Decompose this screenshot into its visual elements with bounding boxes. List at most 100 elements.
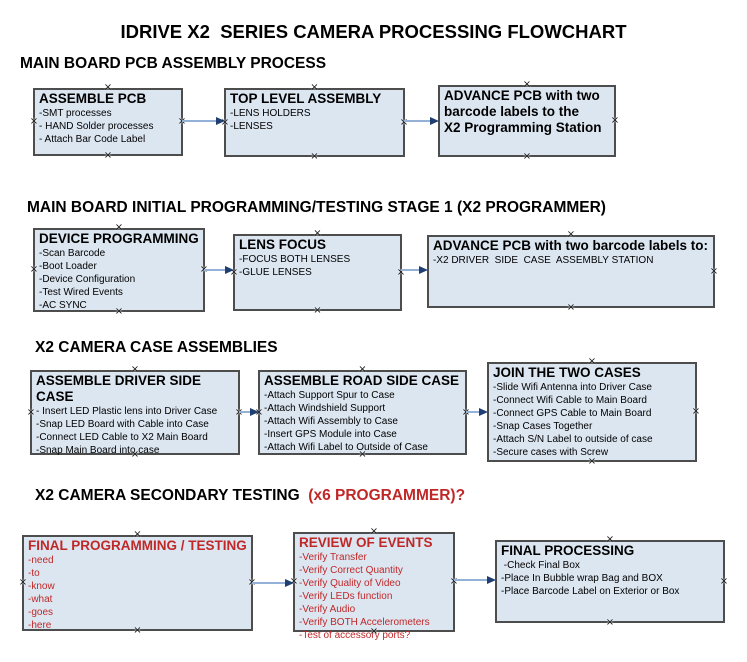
box-item: -LENSES <box>230 121 273 132</box>
box-item: -Place Barcode Label on Exterior or Box <box>501 586 680 597</box>
box-item: -Verify Correct Quantity <box>299 565 403 576</box>
connection-handle-icon: × <box>114 306 124 317</box>
section-heading-case-assemblies: X2 CAMERA CASE ASSEMBLIES <box>35 339 278 356</box>
flow-box-assemble-road-side-case: × × × × ASSEMBLE ROAD SIDE CASE -Attach … <box>255 365 470 460</box>
box-title: DEVICE PROGRAMMING <box>39 231 199 246</box>
connection-handle-icon: × <box>313 228 322 239</box>
connection-handle-icon: × <box>177 117 187 127</box>
connection-handle-icon: × <box>587 356 597 367</box>
box-item: -Verify Transfer <box>299 552 367 563</box>
connection-handle-icon: × <box>566 302 576 313</box>
connection-handle-icon: × <box>133 529 142 540</box>
connection-handle-icon: × <box>605 534 615 545</box>
box-title: ADVANCE PCB with two barcode labels to t… <box>444 88 602 135</box>
connection-handle-icon: × <box>18 577 28 588</box>
box-item: -Connect GPS Cable to Main Board <box>493 408 652 419</box>
flow-box-device-programming: × × × × DEVICE PROGRAMMING -Scan Barcode… <box>30 223 208 317</box>
box-item: -Verify Audio <box>299 604 356 615</box>
connection-handle-icon: × <box>247 578 257 588</box>
box-item: -FOCUS BOTH LENSES <box>239 254 351 265</box>
connection-handle-icon: × <box>691 406 701 417</box>
connection-handle-icon: × <box>310 151 319 162</box>
box-item: - Insert LED Plastic lens into Driver Ca… <box>36 406 218 417</box>
box-item: -need <box>28 555 54 566</box>
box-item: -Snap LED Board with Cable into Case <box>36 419 209 430</box>
page-title: IDRIVE X2 SERIES CAMERA PROCESSING FLOWC… <box>120 21 627 42</box>
connection-handle-icon: × <box>103 150 113 161</box>
box-item: -goes <box>28 607 54 618</box>
connection-handle-icon: × <box>29 264 39 275</box>
connection-handle-icon: × <box>522 151 532 162</box>
connection-handle-icon: × <box>566 229 576 240</box>
connection-handle-icon: × <box>522 79 532 90</box>
connector-arrow <box>466 408 488 417</box>
section-heading-pcb-assembly: MAIN BOARD PCB ASSEMBLY PROCESS <box>20 55 327 72</box>
box-item: -Connect LED Cable to X2 Main Board <box>36 432 208 443</box>
section-heading-black-part: X2 CAMERA SECONDARY TESTING <box>35 487 304 504</box>
box-title: LENS FOCUS <box>239 237 327 252</box>
box-title: TOP LEVEL ASSEMBLY <box>230 91 382 106</box>
box-item: - Attach Bar Code Label <box>39 134 146 145</box>
box-item: -Verify BOTH Accelerometers <box>299 617 430 628</box>
connection-handle-icon: × <box>587 456 597 467</box>
box-item: -Slide Wifi Antenna into Driver Case <box>493 382 652 393</box>
box-item: -Boot Loader <box>39 261 97 272</box>
connection-handle-icon: × <box>369 526 379 537</box>
box-item: -Attach Wifi Assembly to Case <box>264 416 398 427</box>
connection-handle-icon: × <box>130 449 140 460</box>
box-item: -to <box>28 568 40 579</box>
box-item: -Test of accessory ports? <box>299 630 411 641</box>
box-title: ADVANCE PCB with two barcode labels to: <box>433 238 709 253</box>
box-item: -here <box>28 620 52 631</box>
flow-box-lens-focus: × × × × LENS FOCUS -FOCUS BOTH LENSES -G… <box>230 229 405 316</box>
connection-handle-icon: × <box>610 115 620 126</box>
connector-arrow <box>239 408 259 417</box>
box-item: -Connect Wifi Cable to Main Board <box>493 395 647 406</box>
flow-box-final-programming-testing: × × × × FINAL PROGRAMMING / TESTING -nee… <box>19 530 256 636</box>
box-item: -AC SYNC <box>39 300 87 311</box>
connection-handle-icon: × <box>26 406 36 418</box>
box-item: -what <box>28 594 53 605</box>
connector-arrow <box>454 576 496 585</box>
box-item: -Attach Wifi Label to Outside of Case <box>264 442 428 453</box>
connector-arrow <box>404 117 439 126</box>
box-title: FINAL PROCESSING <box>501 543 635 558</box>
box-item: -Attach Windshield Support <box>264 403 386 414</box>
flow-box-top-level-assembly: × × × × TOP LEVEL ASSEMBLY -LENS HOLDERS… <box>221 83 408 162</box>
flow-box-final-processing: × × × FINAL PROCESSING -Check Final Box … <box>495 535 728 628</box>
box-item: -Snap Main Board into case <box>36 445 160 456</box>
connection-handle-icon: × <box>449 576 459 587</box>
box-item: -GLUE LENSES <box>239 267 312 278</box>
box-item: -Check Final Box <box>501 560 580 571</box>
connection-handle-icon: × <box>399 116 409 128</box>
flow-box-advance-pcb-programming-station: × × × ADVANCE PCB with two barcode label… <box>438 80 619 162</box>
box-item: -SMT processes <box>39 108 112 119</box>
box-item: -Test Wired Events <box>39 287 123 298</box>
box-item: -know <box>28 581 55 592</box>
box-title: FINAL PROGRAMMING / TESTING <box>28 538 247 553</box>
box-title: ASSEMBLE DRIVER SIDE CASE <box>36 373 202 404</box>
box-item: -Verify Quality of Video <box>299 578 401 589</box>
flow-box-join-the-two-cases: × × × JOIN THE TWO CASES -Slide Wifi Ant… <box>487 357 700 467</box>
connection-handle-icon: × <box>369 626 379 637</box>
flow-box-assemble-driver-side-case: × × × × ASSEMBLE DRIVER SIDE CASE - Inse… <box>27 365 243 460</box>
connection-handle-icon: × <box>396 266 406 278</box>
connection-handle-icon: × <box>358 449 367 460</box>
connection-handle-icon: × <box>130 364 140 375</box>
connection-handle-icon: × <box>199 265 209 275</box>
section-heading-secondary-testing: X2 CAMERA SECONDARY TESTING (x6 PROGRAMM… <box>35 487 465 505</box>
box-title: ASSEMBLE ROAD SIDE CASE <box>264 373 460 388</box>
connection-handle-icon: × <box>313 305 322 316</box>
connector-arrow <box>252 579 294 588</box>
box-item: -Verify LEDs function <box>299 591 393 602</box>
connection-handle-icon: × <box>719 575 729 587</box>
box-item: - HAND Solder processes <box>39 121 154 132</box>
connection-handle-icon: × <box>114 222 124 233</box>
connector-arrow <box>401 266 428 275</box>
flow-box-advance-pcb-driver-side: × × × ADVANCE PCB with two barcode label… <box>427 230 718 313</box>
box-title: REVIEW OF EVENTS <box>299 535 433 550</box>
box-item: -Secure cases with Screw <box>493 447 609 458</box>
box-title: ASSEMBLE PCB <box>39 91 147 106</box>
flow-box-review-of-events: × × × × REVIEW OF EVENTS -Verify Transfe… <box>290 527 458 642</box>
